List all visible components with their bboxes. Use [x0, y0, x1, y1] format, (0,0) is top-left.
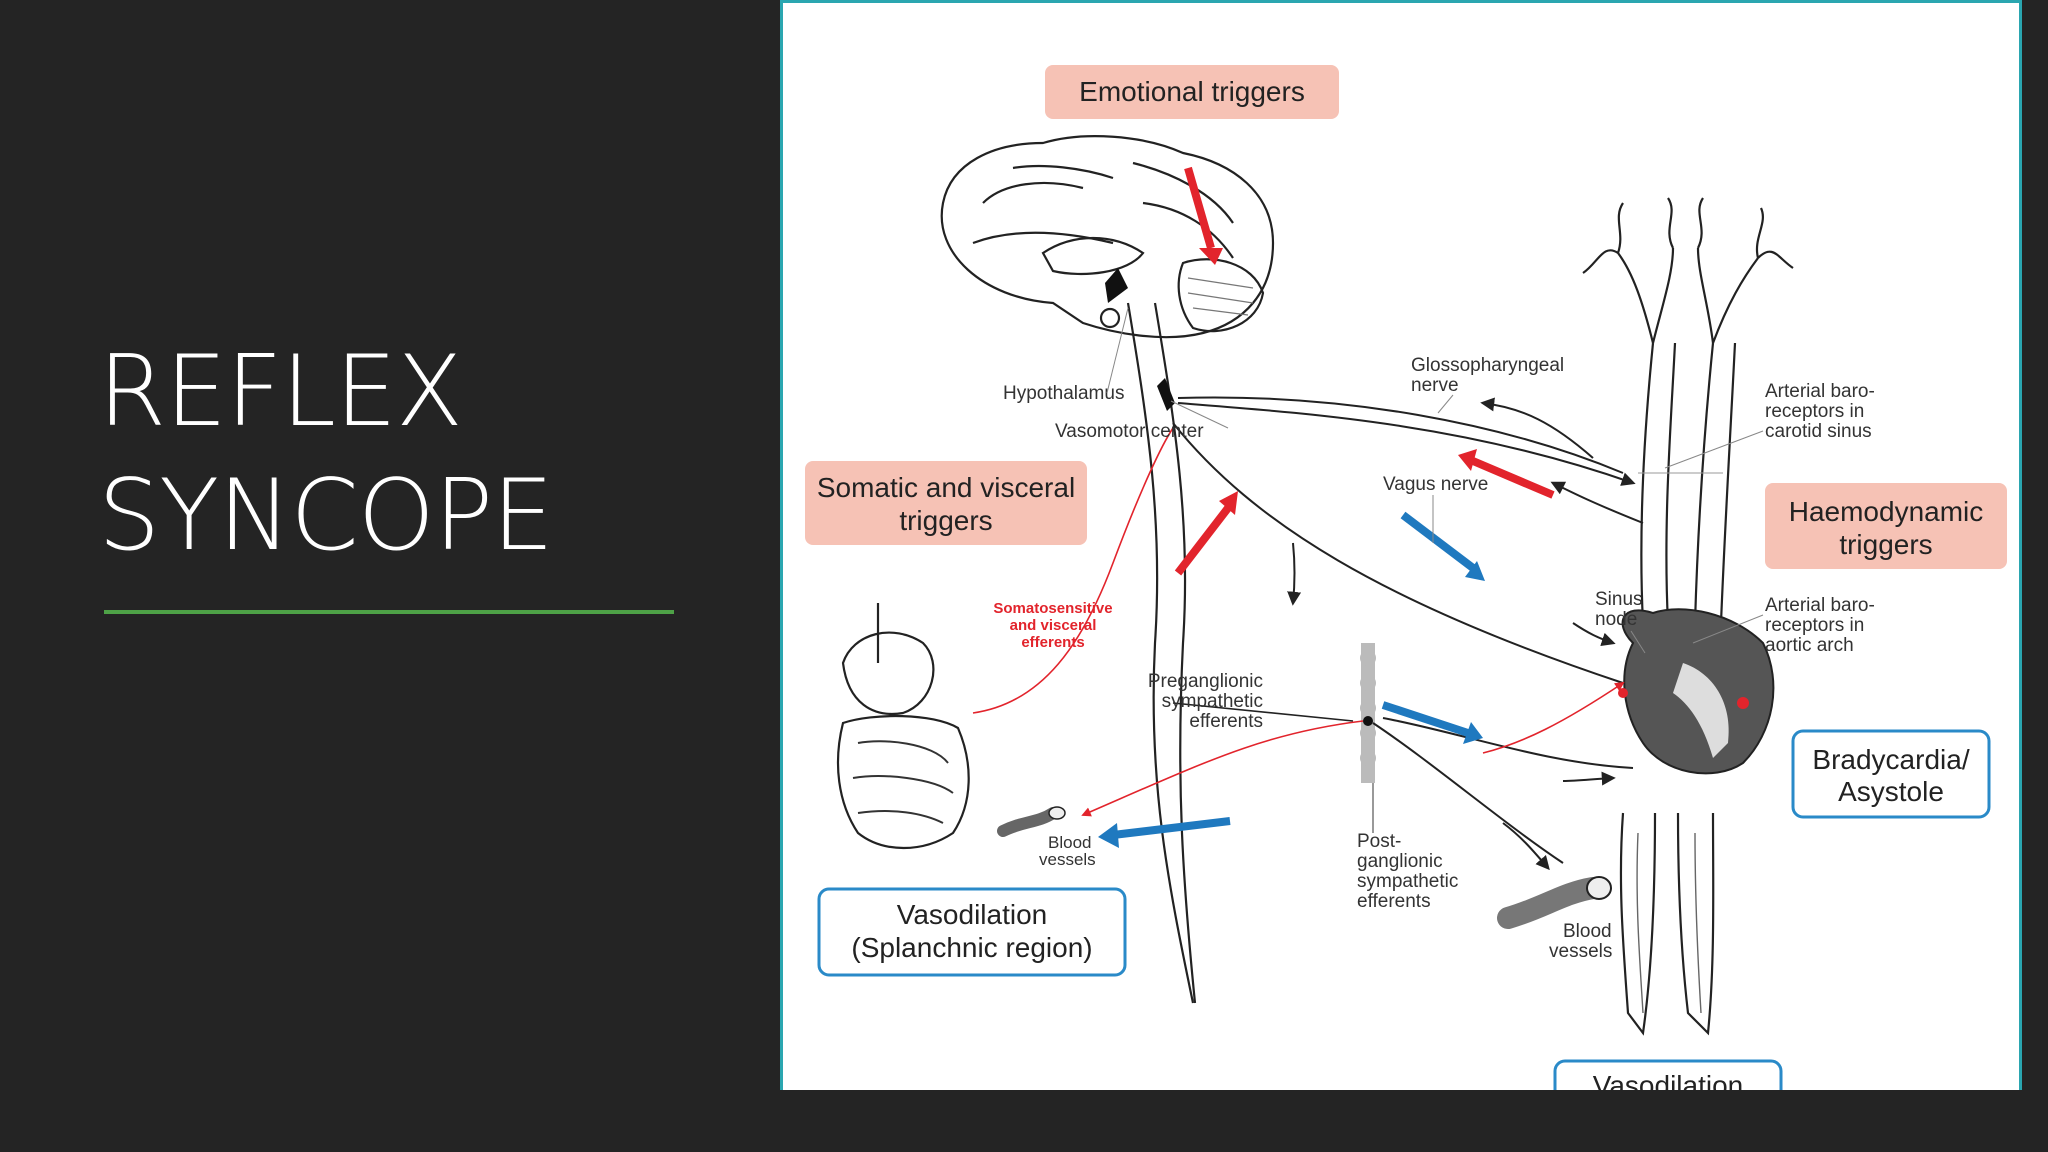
svg-text:node: node	[1595, 609, 1637, 630]
gi-tract-illustration	[836, 603, 970, 849]
label-preganglionic: Preganglionic	[1148, 671, 1263, 692]
emotional-triggers-box: Emotional triggers	[1045, 65, 1339, 119]
svg-text:triggers: triggers	[1839, 529, 1932, 560]
svg-text:nerve: nerve	[1411, 375, 1459, 396]
label-blood-vessels-left: Blood	[1048, 833, 1091, 852]
svg-text:sympathetic: sympathetic	[1162, 691, 1263, 712]
red-afferent-pathways	[972, 427, 1625, 817]
bradycardia-asystole-box: Bradycardia/ Asystole	[1791, 729, 1991, 819]
svg-text:and visceral: and visceral	[1010, 617, 1097, 634]
svg-text:aortic arch: aortic arch	[1765, 635, 1854, 656]
title-line-1: REFLEX	[98, 335, 463, 449]
blood-vessel-illustration-left	[997, 806, 1066, 837]
spinal-cord	[1126, 302, 1197, 1004]
svg-text:ganglionic: ganglionic	[1357, 851, 1443, 872]
label-vagus-nerve: Vagus nerve	[1383, 474, 1488, 495]
bottom-bar	[780, 1090, 2048, 1152]
svg-text:Vasodilation: Vasodilation	[897, 899, 1047, 930]
blue-arrow-vagus	[1400, 511, 1485, 581]
label-hypothalamus: Hypothalamus	[1003, 383, 1124, 404]
vasodilation-splanchnic-box: Vasodilation (Splanchnic region)	[817, 887, 1127, 977]
svg-text:Asystole: Asystole	[1838, 776, 1944, 807]
carotid-arteries	[1582, 197, 1794, 624]
svg-text:carotid sinus: carotid sinus	[1765, 421, 1872, 442]
svg-text:sympathetic: sympathetic	[1357, 871, 1458, 892]
svg-text:(Splanchnic region): (Splanchnic region)	[851, 932, 1092, 963]
blue-arrow-heart	[1381, 701, 1483, 744]
blood-vessel-illustration-right	[1497, 876, 1612, 929]
svg-text:triggers: triggers	[899, 505, 992, 536]
svg-text:Vasodilation: Vasodilation	[1593, 1070, 1743, 1090]
legs-illustration	[1619, 812, 1715, 1036]
svg-text:efferents: efferents	[1189, 711, 1263, 732]
diagram-labels: Hypothalamus Vasomotor center Glossophar…	[993, 307, 1875, 962]
svg-text:Haemodynamic: Haemodynamic	[1789, 496, 1984, 527]
svg-text:vessels: vessels	[1549, 941, 1612, 962]
label-aortic-baroreceptors: Arterial baro-	[1765, 595, 1875, 616]
label-sinus-node: Sinus	[1595, 589, 1643, 610]
svg-text:Somatic and visceral: Somatic and visceral	[817, 472, 1075, 503]
red-arrow-somatic	[1174, 491, 1238, 576]
slide-title: REFLEX SYNCOPE	[98, 330, 554, 578]
nerve-pathways	[1172, 396, 1644, 871]
heart-illustration	[1618, 608, 1775, 775]
title-underline	[104, 610, 674, 614]
label-vasomotor-center: Vasomotor center	[1055, 421, 1204, 442]
label-glossopharyngeal: Glossopharyngeal	[1411, 355, 1564, 376]
red-arrow-emotional	[1184, 166, 1223, 265]
label-carotid-baroreceptors: Arterial baro-	[1765, 381, 1875, 402]
title-line-2: SYNCOPE	[98, 459, 554, 573]
label-postganglionic: Post-	[1357, 831, 1401, 852]
svg-text:receptors in: receptors in	[1765, 615, 1864, 636]
vasodilation-bottom-box: Vasodilation	[1553, 1059, 1783, 1090]
reflex-syncope-diagram: Emotional triggers Somatic and visceral …	[780, 0, 2022, 1090]
blue-arrow-splanchnic	[1098, 817, 1231, 848]
label-somatosensitive: Somatosensitive	[993, 600, 1112, 617]
svg-text:Emotional triggers: Emotional triggers	[1079, 76, 1305, 107]
label-blood-vessels-right: Blood	[1563, 921, 1612, 942]
somatic-visceral-triggers-box: Somatic and visceral triggers	[805, 461, 1087, 545]
svg-text:vessels: vessels	[1039, 850, 1096, 869]
brain-illustration	[940, 135, 1275, 339]
svg-text:efferents: efferents	[1357, 891, 1431, 912]
red-arrow-haemodynamic	[1458, 449, 1555, 499]
svg-text:Bradycardia/: Bradycardia/	[1812, 744, 1969, 775]
haemodynamic-triggers-box: Haemodynamic triggers	[1765, 483, 2007, 569]
svg-text:efferents: efferents	[1021, 634, 1084, 651]
svg-text:receptors in: receptors in	[1765, 401, 1864, 422]
sympathetic-chain	[1360, 643, 1376, 833]
